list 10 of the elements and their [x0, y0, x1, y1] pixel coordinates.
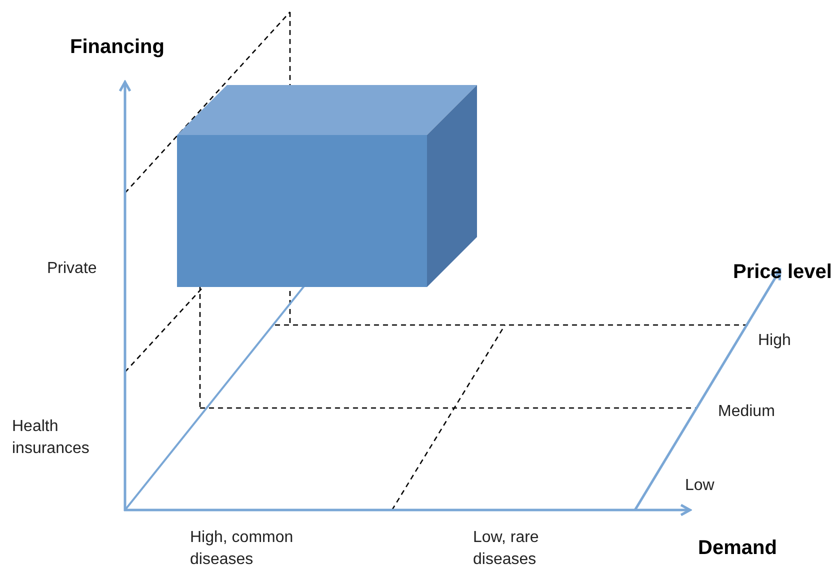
axis-title: Financing — [70, 35, 164, 60]
axis-tick-label: Health insurances — [12, 417, 90, 459]
axis-tick-label: Private — [47, 259, 97, 279]
axis-tick-label: Low, rare diseases — [473, 528, 540, 570]
axis-title: Demand — [698, 536, 777, 561]
axis-tick-label: High, common diseases — [190, 528, 294, 570]
axis-tick-label: High — [758, 331, 791, 351]
axis-tick-label: Low — [685, 476, 714, 496]
axis-tick-label: Medium — [718, 402, 775, 422]
axis-title: Price level — [733, 260, 832, 285]
